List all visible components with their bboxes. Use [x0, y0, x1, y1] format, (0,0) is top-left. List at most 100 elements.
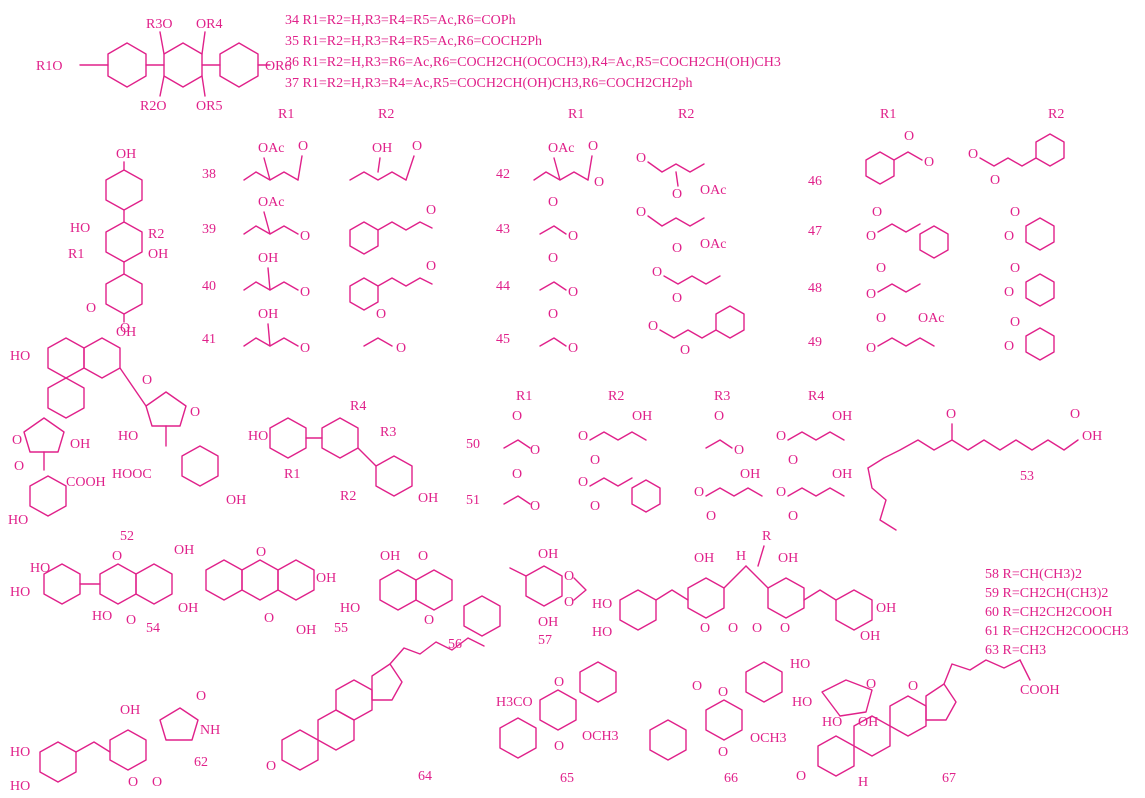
label-ho: HO: [790, 657, 810, 672]
label-r1o: R1O: [36, 59, 62, 74]
label-o: O: [142, 373, 152, 388]
label-oac: OAc: [258, 195, 284, 210]
label-o: O: [1004, 285, 1014, 300]
compound-51: 51: [466, 493, 480, 508]
label-ho-left: HO: [70, 221, 90, 236]
label-oh: OH: [740, 467, 760, 482]
label-oh: OH: [876, 601, 896, 616]
ring-naphthalide-c: [47, 377, 85, 419]
label-nh: NH: [200, 723, 220, 738]
ring-benzodioxole: [525, 565, 563, 607]
ring-pyrone-right: [767, 577, 805, 619]
label-cooh: COOH: [66, 475, 106, 490]
label-oac: OAc: [700, 237, 726, 252]
ring-benzoyl: [1025, 273, 1055, 307]
label-o: O: [554, 739, 564, 754]
header-r1-a: R1: [278, 107, 294, 122]
label-o: O: [752, 621, 762, 636]
structure-terphenyl-50-51: HO R4 R3 R1 R2 OH: [248, 399, 438, 506]
label-o: O: [564, 569, 574, 584]
ring-phenol-right: [181, 445, 219, 487]
structure-62: HO HO OH O O O NH 62: [10, 689, 220, 794]
label-o: O: [692, 679, 702, 694]
label-o: O: [594, 175, 604, 190]
ring-benzoyl: [1025, 327, 1055, 361]
label-o: O: [872, 205, 882, 220]
label-o: O: [190, 405, 200, 420]
label-o: O: [866, 229, 876, 244]
label-o: O: [1010, 205, 1020, 220]
table-headers: R1 R2 R1 R2 R1 R2: [278, 107, 1064, 122]
compound-39: 39: [202, 222, 216, 237]
structure-58-63: HO HO OH O O H R OH O O OH OH: [592, 529, 896, 644]
label-o: O: [120, 321, 130, 336]
definition-60: 60 R=CH2CH2COOH: [985, 605, 1112, 620]
header-r2-b: R2: [678, 107, 694, 122]
label-o: O: [1070, 407, 1080, 422]
compound-66: 66: [724, 771, 738, 786]
label-cooh: COOH: [1020, 683, 1060, 698]
label-o: O: [14, 459, 24, 474]
label-o: O: [788, 453, 798, 468]
compound-53: 53: [1020, 469, 1034, 484]
structure-52: O O HO O O OH COOH HO O O HO HOOC OH 52: [8, 301, 246, 544]
label-ho: HO: [592, 625, 612, 640]
label-o: O: [648, 319, 658, 334]
label-o: O: [568, 341, 578, 356]
ring-phenyl: [205, 559, 243, 601]
label-oh: OH: [258, 307, 278, 322]
label-r3o: R3O: [146, 17, 172, 32]
label-o: O: [126, 613, 136, 628]
ring-pyrone-left: [687, 577, 725, 619]
label-o: O: [152, 775, 162, 790]
label-oac: OAc: [918, 311, 944, 326]
label-o: O: [876, 311, 886, 326]
label-o: O: [946, 407, 956, 422]
ring-furanone-left: [23, 417, 65, 453]
compound-56: 56: [448, 637, 462, 652]
compound-52: 52: [120, 529, 134, 544]
label-o: O: [564, 595, 574, 610]
compound-38: 38: [202, 167, 216, 182]
label-o: O: [530, 443, 540, 458]
ring-pyrrolidinone: [159, 707, 199, 741]
label-ho: HO: [8, 513, 28, 528]
compound-50: 50: [466, 437, 480, 452]
label-r2o: R2O: [140, 99, 166, 114]
structure-53: O O OH 53: [867, 407, 1102, 531]
label-oh: OH: [380, 549, 400, 564]
label-ho: HO: [10, 585, 30, 600]
compound-67: 67: [942, 771, 956, 786]
label-o: O: [866, 287, 876, 302]
label-o: O: [714, 409, 724, 424]
label-r4-scaffold: R4: [350, 399, 366, 414]
compound-54: 54: [146, 621, 160, 636]
label-o: O: [426, 259, 436, 274]
label-o: O: [694, 485, 704, 500]
ring-benzoyl: [865, 151, 895, 185]
definition-35: 35 R1=R2=H,R3=R4=R5=Ac,R6=COCH2Ph: [285, 34, 542, 49]
ring-d: [925, 683, 957, 721]
compound-62: 62: [194, 755, 208, 770]
ring-catechol-right: [835, 589, 873, 631]
label-o: O: [548, 307, 558, 322]
label-ho: HO: [10, 745, 30, 760]
label-o: O: [590, 499, 600, 514]
label-o: O: [706, 509, 716, 524]
header-r1-d: R1: [516, 389, 532, 404]
label-oh: OH: [832, 467, 852, 482]
definition-61: 61 R=CH2CH2COOCH3: [985, 624, 1129, 639]
table-column-46-49: 46 47 48 49 O O O O O O O O O O O O O OA…: [808, 129, 1065, 361]
label-o: O: [298, 139, 308, 154]
label-o: O: [718, 745, 728, 760]
ring-phenyl: [919, 225, 949, 259]
structure-54: HO HO O OH OH HO O 54: [10, 543, 198, 636]
label-o: O: [1004, 339, 1014, 354]
label-oh: OH: [694, 551, 714, 566]
label-o: O: [718, 685, 728, 700]
label-oh: OH: [778, 551, 798, 566]
label-oh: OH: [1082, 429, 1102, 444]
ring-phenyl: [1035, 133, 1065, 167]
label-o: O: [530, 499, 540, 514]
